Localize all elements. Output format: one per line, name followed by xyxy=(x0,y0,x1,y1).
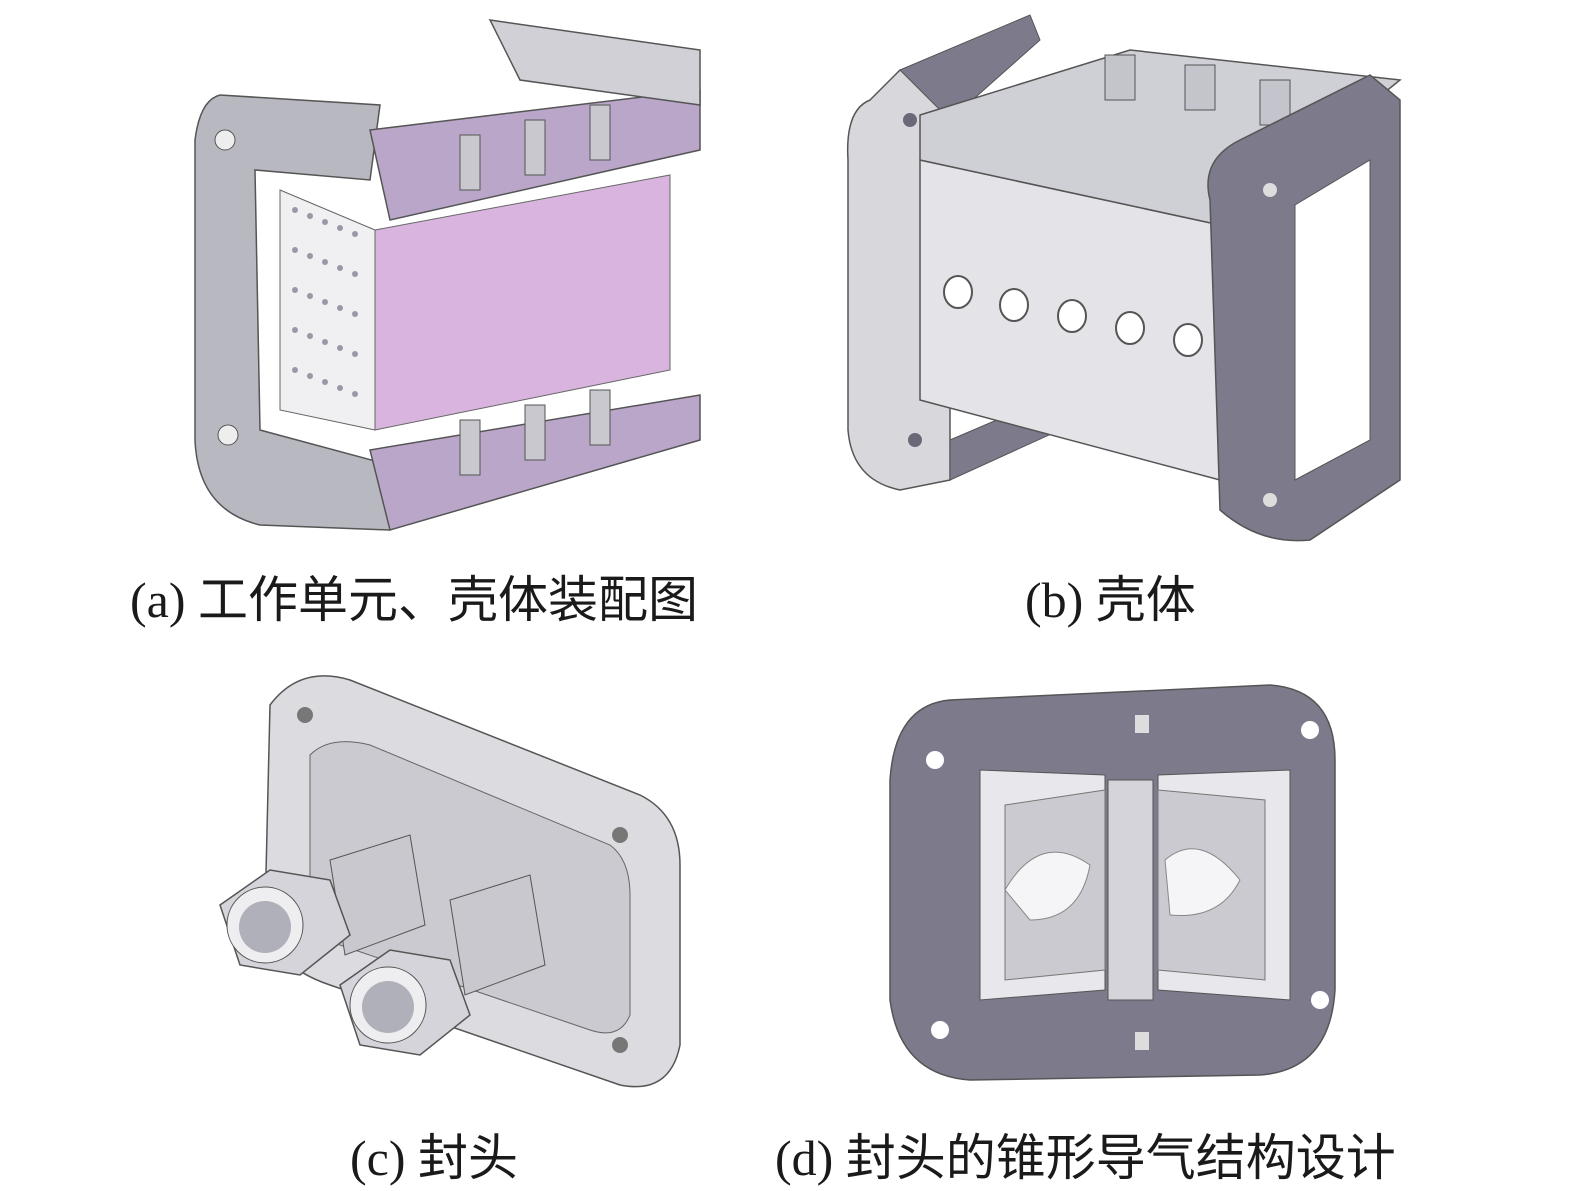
end-cap-illustration xyxy=(219,675,681,1088)
panel-a xyxy=(180,10,740,540)
assembly-illustration xyxy=(194,19,701,531)
caption-b: (b) 壳体 xyxy=(1025,572,1196,628)
caption-c: (c) 封头 xyxy=(350,1130,518,1186)
conical-guide-illustration xyxy=(889,684,1336,1081)
panel-b xyxy=(840,10,1420,545)
shell-illustration xyxy=(846,14,1402,542)
panel-d xyxy=(880,680,1340,1085)
caption-d: (d) 封头的锥形导气结构设计 xyxy=(775,1130,1396,1186)
panel-c xyxy=(200,665,690,1120)
caption-a: (a) 工作单元、壳体装配图 xyxy=(130,572,698,628)
